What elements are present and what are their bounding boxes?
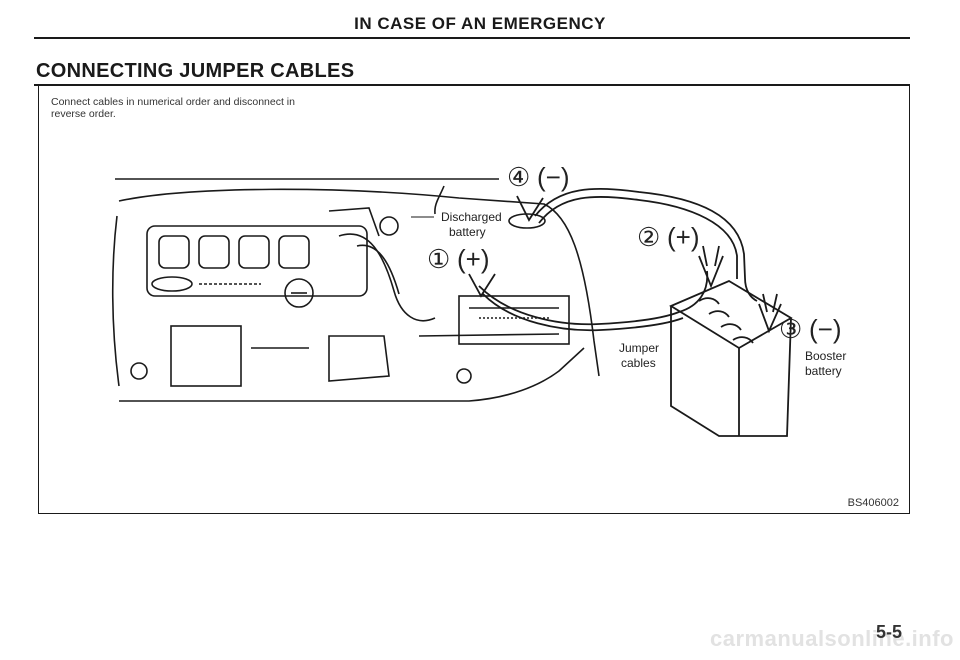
jumper-cables	[468, 188, 782, 334]
jumper-cables-label-line2: cables	[621, 356, 656, 370]
figure-code: BS406002	[847, 497, 899, 509]
step1-polarity: (+)	[457, 244, 490, 274]
page-header-title: IN CASE OF AN EMERGENCY	[354, 14, 606, 33]
section-rule	[34, 84, 910, 86]
section-title: CONNECTING JUMPER CABLES	[36, 60, 355, 82]
instruction-text: Connect cables in numerical order and di…	[51, 96, 295, 120]
step4-polarity: (−)	[537, 162, 570, 192]
step3-number: ③	[779, 314, 802, 344]
booster-battery-label-line2: battery	[805, 364, 842, 378]
booster-battery	[669, 279, 793, 437]
step1-number: ①	[427, 244, 450, 274]
jumper-cables-label-line1: Jumper	[619, 341, 659, 355]
header-rule	[34, 37, 910, 39]
figure-frame: Connect cables in numerical order and di…	[38, 86, 910, 514]
step2-number: ②	[637, 222, 660, 252]
page-number: 5-5	[875, 622, 902, 642]
booster-battery-label-line1: Booster	[805, 349, 846, 363]
jump-start-illustration: ④ (−) ① (+) ② (+) ③ (−) Discharged batte…	[111, 162, 846, 437]
step3-polarity: (−)	[809, 314, 842, 344]
step4-number: ④	[507, 162, 530, 192]
label-leaders	[115, 178, 499, 218]
step2-polarity: (+)	[667, 222, 700, 252]
discharged-battery-label-line1: Discharged	[441, 210, 502, 224]
watermark: carmanualsonline.info	[710, 626, 954, 651]
discharged-battery-label-line2: battery	[449, 225, 486, 239]
